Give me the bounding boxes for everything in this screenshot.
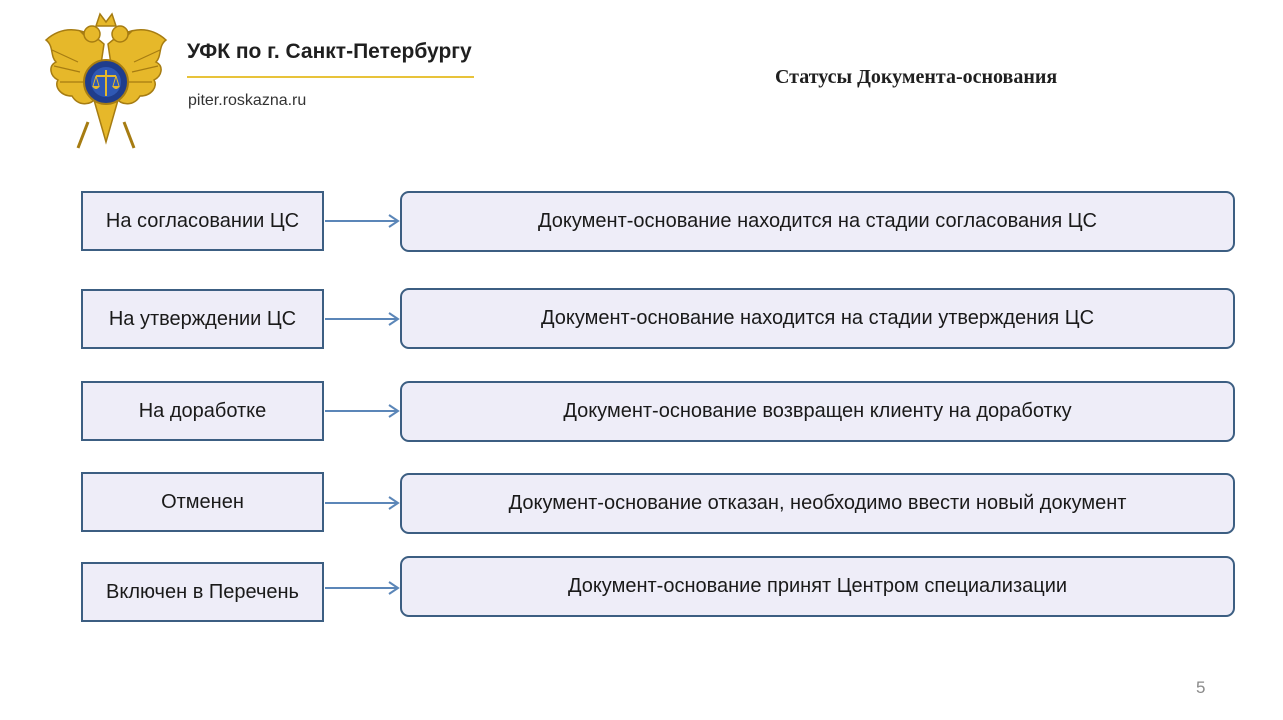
description-box-dorabotka: Документ-основание возвращен клиенту на … — [400, 381, 1235, 442]
status-label: На согласовании ЦС — [105, 209, 300, 232]
description-box-soglasovanie: Документ-основание находится на стадии с… — [400, 191, 1235, 252]
arrow-connector — [325, 581, 400, 595]
status-box-dorabotka: На доработке — [81, 381, 324, 441]
org-title: УФК по г. Санкт-Петербургу — [187, 40, 472, 63]
status-label: Включен в Перечень — [106, 580, 299, 603]
org-site-link[interactable]: piter.roskazna.ru — [188, 92, 307, 109]
status-box-soglasovanie: На согласовании ЦС — [81, 191, 324, 251]
status-box-utverzhdenie: На утверждении ЦС — [81, 289, 324, 349]
description-box-vklyuchen: Документ-основание принят Центром специа… — [400, 556, 1235, 617]
status-label: На утверждении ЦС — [108, 307, 297, 330]
arrow-connector — [325, 404, 400, 418]
arrow-connector — [325, 312, 400, 326]
description-label: Документ-основание принят Центром специа… — [567, 575, 1068, 597]
description-box-otmenen: Документ-основание отказан, необходимо в… — [400, 473, 1235, 534]
slide-title: Статусы Документа-основания — [775, 66, 1058, 88]
description-label: Документ-основание возвращен клиенту на … — [563, 400, 1072, 422]
status-label: Отменен — [161, 490, 244, 513]
page-number: 5 — [1196, 678, 1206, 697]
arrow-connector — [325, 496, 400, 510]
description-label: Документ-основание находится на стадии у… — [540, 307, 1095, 329]
arrow-connector — [325, 214, 400, 228]
status-label: На доработке — [138, 399, 267, 422]
status-box-otmenen: Отменен — [81, 472, 324, 532]
description-box-utverzhdenie: Документ-основание находится на стадии у… — [400, 288, 1235, 349]
description-label: Документ-основание отказан, необходимо в… — [508, 492, 1127, 514]
status-box-vklyuchen: Включен в Перечень — [81, 562, 324, 622]
header-divider — [187, 76, 474, 78]
double-headed-eagle-emblem-icon — [44, 12, 168, 149]
description-label: Документ-основание находится на стадии с… — [538, 210, 1097, 232]
